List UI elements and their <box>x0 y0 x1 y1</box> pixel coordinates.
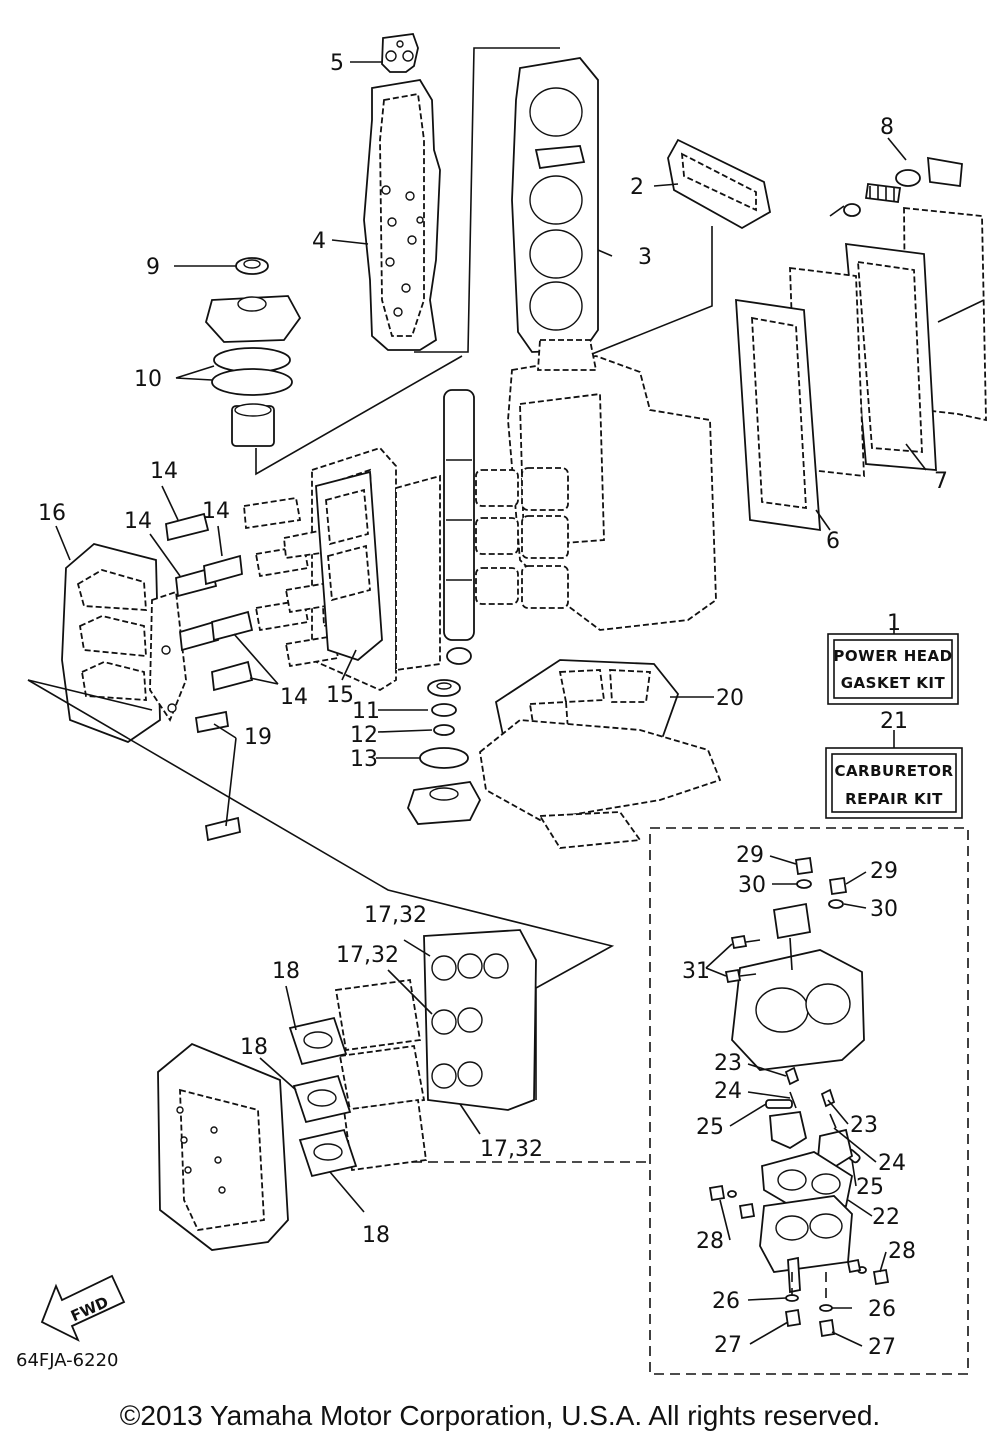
leader-lines <box>55 61 927 1347</box>
bearing-housing <box>205 295 302 343</box>
part-28-screws <box>708 1184 890 1286</box>
callout-19: 19 <box>244 725 272 750</box>
part-24-needles <box>789 1091 837 1129</box>
part-6-exhaust-gasket <box>735 266 865 532</box>
callout-25-b: 25 <box>856 1175 884 1200</box>
callout-25-a: 25 <box>696 1115 724 1140</box>
callout-28-b: 28 <box>888 1239 916 1264</box>
callout-16: 16 <box>38 501 66 526</box>
carburetor-kit-line1: CARBURETOR <box>834 762 953 780</box>
part-18-gaskets <box>288 1016 358 1178</box>
part-31-screws <box>724 934 761 984</box>
callout-27-a: 27 <box>714 1333 742 1358</box>
carburetor-detail-frame <box>649 827 969 1375</box>
part-10-o-rings <box>211 347 293 396</box>
intake-silencer <box>157 1042 289 1251</box>
callout-23-b: 23 <box>850 1113 878 1138</box>
part-14-reed-valves <box>165 496 340 692</box>
pistons <box>475 467 569 609</box>
part-20-base-gasket <box>479 659 722 849</box>
callout-30-b: 30 <box>870 897 898 922</box>
callout-27-b: 27 <box>868 1335 896 1360</box>
callout-26-b: 26 <box>868 1297 896 1322</box>
part-12-seal <box>433 724 455 736</box>
part-5-gasket <box>381 33 419 73</box>
callout-1: 1 <box>887 611 901 636</box>
part-13-o-ring <box>419 747 469 769</box>
reed-valve-plate <box>149 590 187 722</box>
bearing <box>231 403 275 447</box>
power-head-gasket-kit-box: POWER HEAD GASKET KIT <box>827 633 959 705</box>
callout-11: 11 <box>352 699 380 724</box>
callout-12: 12 <box>350 723 378 748</box>
carburetor-adapter-plates <box>334 978 428 1172</box>
callout-22: 22 <box>872 1205 900 1230</box>
callout-31: 31 <box>682 959 710 984</box>
callout-14-a: 14 <box>150 459 178 484</box>
part-3-cylinder-gasket <box>511 57 599 353</box>
part-11-seal <box>431 703 457 717</box>
power-head-kit-line2: GASKET KIT <box>841 674 946 692</box>
callout-2: 2 <box>630 175 644 200</box>
part-30-washers <box>796 879 844 909</box>
callout-15: 15 <box>326 683 354 708</box>
lower-bearing-housing <box>407 781 482 825</box>
callout-9: 9 <box>146 255 160 280</box>
callout-8: 8 <box>880 115 894 140</box>
callout-21: 21 <box>880 709 908 734</box>
diagram-code: 64FJA-6220 <box>16 1350 118 1371</box>
callout-18-b: 18 <box>240 1035 268 1060</box>
floats <box>769 1110 854 1168</box>
callout-17-32-c: 17,32 <box>480 1137 543 1162</box>
callout-17-32-b: 17,32 <box>336 943 399 968</box>
callout-30-a: 30 <box>738 873 766 898</box>
carburetor-body <box>731 902 865 1071</box>
part-27-drain-screws <box>784 1256 836 1338</box>
part-11-oil-seal <box>427 679 461 697</box>
part-29-plugs <box>794 856 848 896</box>
callout-14-c: 14 <box>202 499 230 524</box>
part-16-intake-gasket <box>61 543 161 744</box>
part-2-cover-gasket <box>667 138 772 230</box>
float-chamber <box>759 1195 853 1273</box>
part-8-thermostat-parts <box>829 156 963 217</box>
callout-10: 10 <box>134 367 162 392</box>
crankshaft <box>443 389 475 665</box>
copyright-notice: ©2013 Yamaha Motor Corporation, U.S.A. A… <box>119 1400 881 1431</box>
part-22-float-chamber-gasket <box>761 1151 854 1211</box>
callout-24-a: 24 <box>714 1079 742 1104</box>
carburetor-repair-kit-box: CARBURETOR REPAIR KIT <box>825 747 963 819</box>
part-9-oil-seal <box>235 257 269 275</box>
callout-28-a: 28 <box>696 1229 724 1254</box>
part-19-gaskets <box>194 710 242 842</box>
callout-4: 4 <box>312 229 326 254</box>
part-4-cylinder-head-gasket <box>363 79 441 351</box>
callout-26-a: 26 <box>712 1289 740 1314</box>
callout-18-a: 18 <box>272 959 300 984</box>
callout-3: 3 <box>638 245 652 270</box>
part-23-jets <box>784 1066 836 1108</box>
callout-14-b: 14 <box>124 509 152 534</box>
callout-29-b: 29 <box>870 859 898 884</box>
callout-18-c: 18 <box>362 1223 390 1248</box>
part-17-32-carburetor-gaskets <box>423 929 537 1111</box>
callout-17-32-a: 17,32 <box>364 903 427 928</box>
callout-7: 7 <box>934 469 948 494</box>
fwd-arrow-icon: FWD <box>40 1274 126 1342</box>
part-26-washers <box>785 1294 833 1312</box>
callout-14-d: 14 <box>280 685 308 710</box>
carburetor-kit-line2: REPAIR KIT <box>845 790 943 808</box>
power-head-kit-line1: POWER HEAD <box>833 647 952 665</box>
callout-24-b: 24 <box>878 1151 906 1176</box>
callout-13: 13 <box>350 747 378 772</box>
callout-labels: 5 4 3 2 8 9 10 14 14 14 14 16 15 19 11 1… <box>38 51 948 1360</box>
callout-5: 5 <box>330 51 344 76</box>
part-7-exhaust-cover <box>845 207 987 471</box>
callout-29-a: 29 <box>736 843 764 868</box>
part-15-reed-gasket <box>315 470 383 662</box>
callout-23-a: 23 <box>714 1051 742 1076</box>
callout-20: 20 <box>716 686 744 711</box>
callout-6: 6 <box>826 529 840 554</box>
